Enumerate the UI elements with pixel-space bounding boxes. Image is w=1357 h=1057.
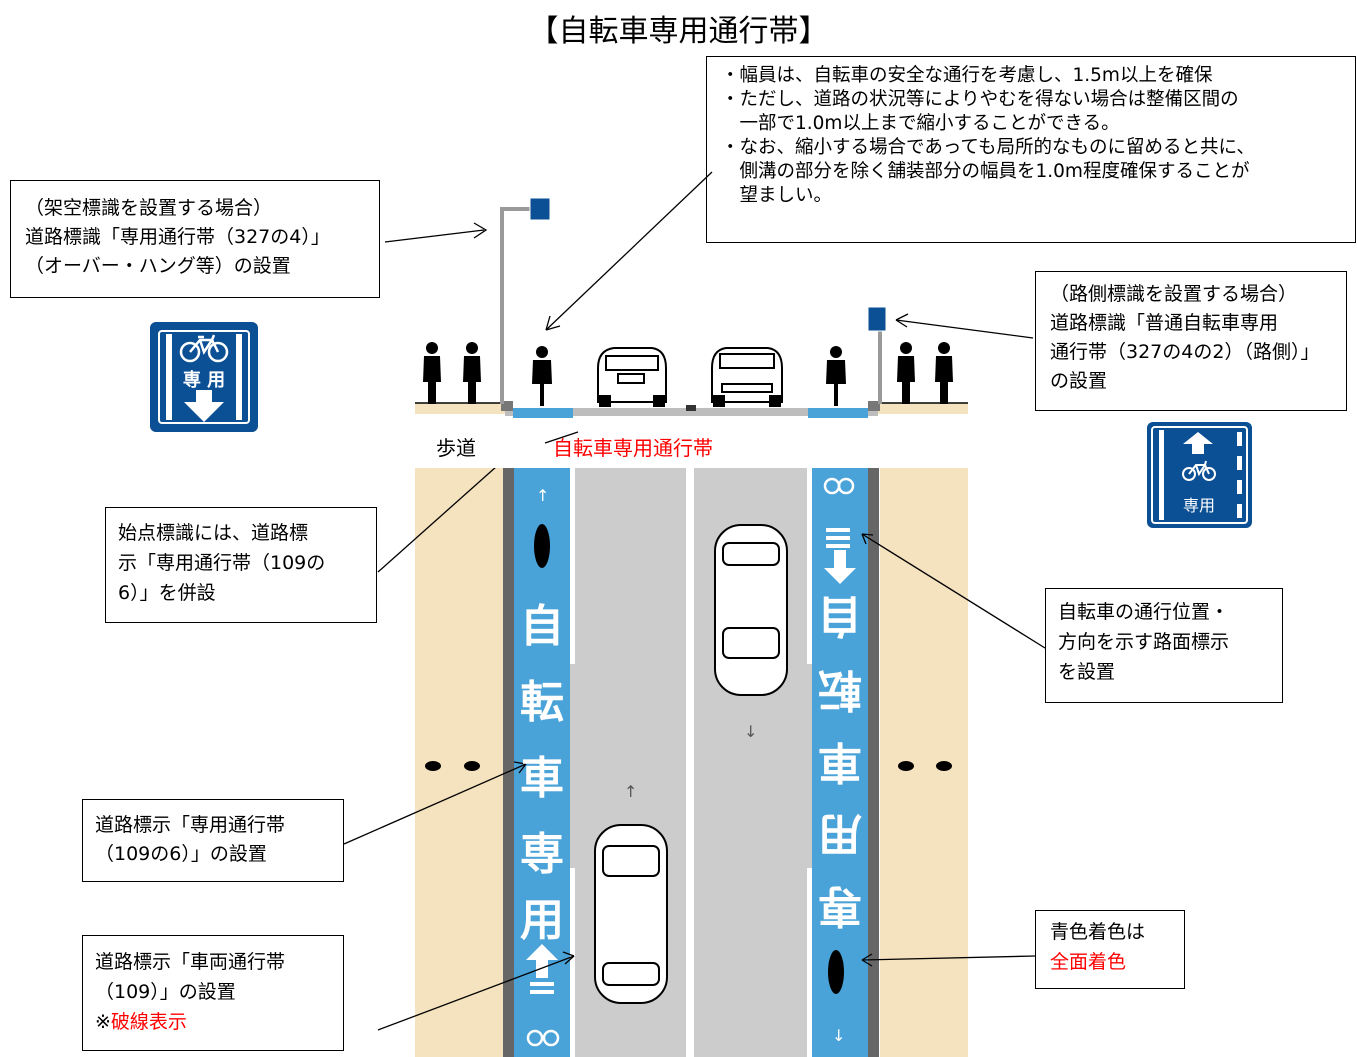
center-line <box>686 468 694 1057</box>
callout-line: 道路標示「車両通行帯 <box>95 951 286 973</box>
car-rear-icon <box>597 347 667 407</box>
lane-text-char-rotated: 自 <box>818 590 862 641</box>
arrow-up-icon <box>1183 432 1213 454</box>
lane-text-char-rotated: 専 <box>818 880 862 931</box>
note-line: ・ただし、道路の状況等によりやむを得ない場合は整備区間の <box>721 89 1239 110</box>
dashed-display-text: 破線表示 <box>110 1011 187 1033</box>
sign-text: 専用 <box>1182 496 1215 515</box>
callout-line: 方向を示す路面標示 <box>1058 631 1230 653</box>
road-section <box>505 408 878 416</box>
right-curb <box>868 468 879 1057</box>
pedestrian-icons <box>423 342 953 404</box>
bike-lane-label: 自転車専用通行帯 <box>553 436 713 460</box>
lane-text-char-rotated: 車 <box>818 736 862 787</box>
callout-line: 自転車の通行位置・ <box>1058 601 1230 623</box>
roadside-sign-pole <box>867 306 887 404</box>
blue-color-callout: 青色着色は 全面着色 <box>1035 910 1185 989</box>
callout-line: 青色着色は <box>1050 921 1146 943</box>
overhead-sign-pole <box>500 197 551 404</box>
callout-line: （オーバー・ハング等）の設置 <box>25 255 291 277</box>
overhead-sign-callout: （架空標識を設置する場合） 道路標識「専用通行帯（327の4）」 （オーバー・ハ… <box>10 180 380 298</box>
left-lane-dash-line <box>570 468 575 664</box>
marking-109-6-callout: 道路標示「専用通行帯 （109の6）」の設置 <box>82 799 344 882</box>
right-bike-lane-section <box>808 408 868 418</box>
left-bike-lane-section <box>513 408 573 418</box>
callout-line: 6）」を併設 <box>118 582 216 604</box>
lane-text-char: 用 <box>520 895 564 946</box>
note-line: ・幅員は、自転車の安全な通行を考慮し、1.5m以上を確保 <box>721 65 1213 86</box>
right-sidewalk <box>880 468 968 1057</box>
lane-text-char-rotated: 用 <box>818 808 862 859</box>
right-sidewalk-section <box>878 403 968 414</box>
cyclist-icons <box>532 346 846 406</box>
car-top-view-down <box>714 524 788 696</box>
arrow-down-icon <box>184 390 224 422</box>
notes-box: ・幅員は、自転車の安全な通行を考慮し、1.5m以上を確保 ・ただし、道路の状況等… <box>706 56 1356 243</box>
sidewalk-label: 歩道 <box>436 436 476 460</box>
direction-arrow-down-icon: ↓ <box>832 1026 846 1045</box>
callout-line: 示「専用通行帯（109の <box>118 552 326 574</box>
callout-line: の設置 <box>1050 370 1108 392</box>
callout-line: 通行帯（327の4の2）（路側）」 <box>1050 341 1320 363</box>
bicycle-parking-icons <box>425 761 952 771</box>
callout-line: （109）」の設置 <box>95 981 236 1003</box>
direction-arrow-down-icon: ↓ <box>744 722 758 741</box>
arrow-up-marking <box>526 944 558 978</box>
lane-text-char: 車 <box>520 753 564 804</box>
arrow-down-marking <box>824 550 856 584</box>
start-sign-callout: 始点標識には、道路標 示「専用通行帯（109の 6）」を併設 <box>105 507 377 623</box>
lane-text-char: 転 <box>520 677 564 728</box>
lane-text-char: 自 <box>520 601 564 652</box>
overhead-sign-plate <box>529 197 551 221</box>
right-lane-dash-line <box>807 468 812 664</box>
bicycle-icon <box>1182 460 1216 481</box>
full-color-text: 全面着色 <box>1050 951 1127 973</box>
callout-line: 道路標識「普通自転車専用 <box>1050 312 1279 334</box>
note-line: 一部で1.0m以上まで縮小することができる。 <box>721 113 1120 134</box>
note-line: ・なお、縮小する場合であっても局所的なものに留めると共に、 <box>721 137 1255 158</box>
lane-text-char: 専 <box>520 829 564 880</box>
car-front-icon <box>711 347 783 407</box>
callout-line: （架空標識を設置する場合） <box>25 197 273 219</box>
page-title: 【自転車専用通行帯】 <box>528 14 829 49</box>
roadside-sign-callout: （路側標識を設置する場合） 道路標識「普通自転車専用 通行帯（327の4の2）（… <box>1035 271 1347 411</box>
left-curb <box>503 468 514 1057</box>
lane-bicycle-marking <box>526 477 855 1047</box>
direction-arrow-up-icon: ↑ <box>624 782 638 801</box>
cyclist-top-icon <box>534 524 844 994</box>
road-plan-view <box>343 468 1046 1057</box>
sign-text: 専 用 <box>182 370 226 391</box>
callout-line: （路側標識を設置する場合） <box>1050 283 1298 305</box>
note-line: 側溝の部分を除く舗装部分の幅員を1.0m程度確保することが <box>721 161 1250 182</box>
roadside-sign-illustration: 専用 <box>1147 422 1252 528</box>
note-mark: ※ <box>95 1011 111 1033</box>
note-line: 望ましい。 <box>721 185 833 206</box>
car-top-view-up <box>594 824 668 1004</box>
left-sidewalk-section <box>415 403 505 414</box>
road-cross-section <box>384 171 1034 444</box>
direction-arrow-up-icon: ↑ <box>536 486 550 505</box>
bicycle-icon <box>179 334 229 363</box>
callout-line: 道路標識「専用通行帯（327の4）」 <box>25 226 330 248</box>
callout-line: （109の6）」の設置 <box>95 843 267 865</box>
callout-line: 始点標識には、道路標 <box>118 522 309 544</box>
overhead-sign-illustration: 専 用 <box>150 322 258 432</box>
callout-line: 道路標示「専用通行帯 <box>95 814 286 836</box>
marking-109-callout: 道路標示「車両通行帯 （109）」の設置 ※破線表示 <box>82 935 344 1051</box>
marking-position-callout: 自転車の通行位置・ 方向を示す路面標示 を設置 <box>1045 588 1283 703</box>
roadside-sign-plate <box>867 306 887 332</box>
callout-line: ※破線表示 <box>95 1007 331 1037</box>
callout-line: を設置 <box>1058 661 1116 683</box>
lane-text-char-rotated: 転 <box>818 664 862 715</box>
